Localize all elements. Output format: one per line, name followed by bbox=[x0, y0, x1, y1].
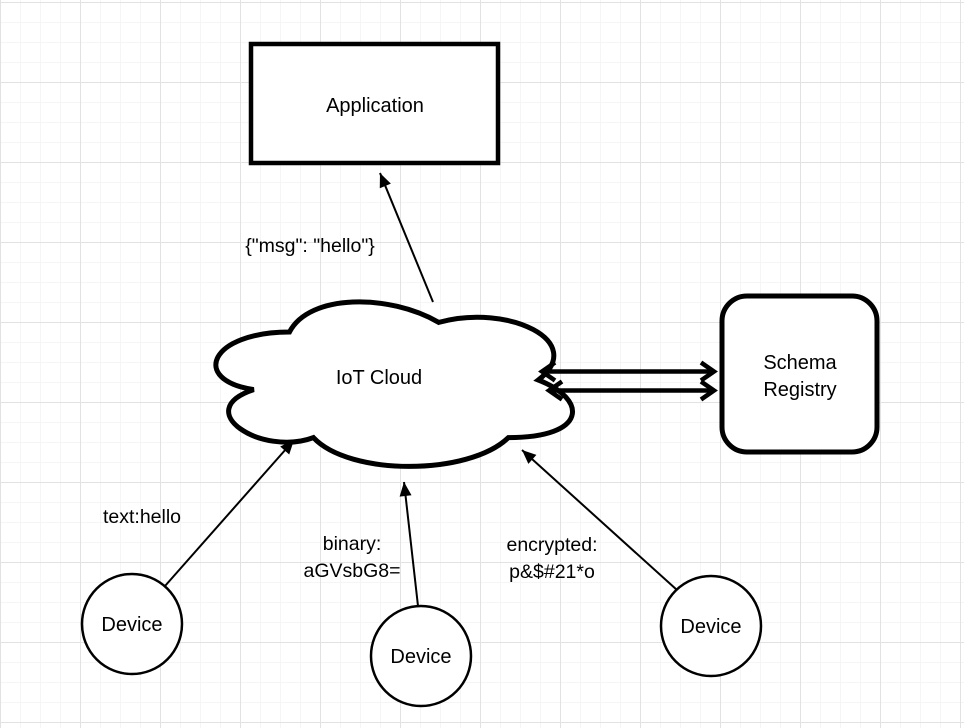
edge-cloud-to-application[interactable] bbox=[379, 172, 434, 303]
schema-registry-label-line1: Schema bbox=[763, 352, 837, 374]
node-device-left[interactable] bbox=[80, 572, 184, 676]
edge-device-left-to-cloud[interactable] bbox=[164, 439, 295, 587]
edge-label-text-hello: text:hello bbox=[103, 506, 181, 528]
edge-label-encrypted-line1: encrypted: bbox=[506, 534, 597, 556]
edge-device-middle-to-cloud[interactable] bbox=[399, 481, 419, 607]
edge-label-msg-json: {"msg": "hello"} bbox=[245, 235, 375, 257]
device-middle-label: Device bbox=[390, 646, 451, 668]
schema-registry-label-line2: Registry bbox=[763, 379, 836, 401]
node-iot-cloud[interactable] bbox=[213, 299, 575, 469]
iot-cloud-label: IoT Cloud bbox=[336, 367, 422, 389]
device-left-label: Device bbox=[101, 614, 162, 636]
edge-label-binary-line2: aGVsbG8= bbox=[303, 560, 400, 582]
node-device-middle[interactable] bbox=[369, 604, 473, 708]
application-label: Application bbox=[326, 95, 424, 117]
device-right-label: Device bbox=[680, 616, 741, 638]
node-application[interactable] bbox=[248, 41, 501, 166]
node-schema-registry[interactable] bbox=[719, 293, 880, 455]
node-device-right[interactable] bbox=[659, 574, 763, 678]
edge-label-binary-line1: binary: bbox=[323, 533, 382, 555]
edge-device-right-to-cloud[interactable] bbox=[521, 449, 678, 591]
edge-label-encrypted-line2: p&$#21*o bbox=[509, 561, 595, 583]
